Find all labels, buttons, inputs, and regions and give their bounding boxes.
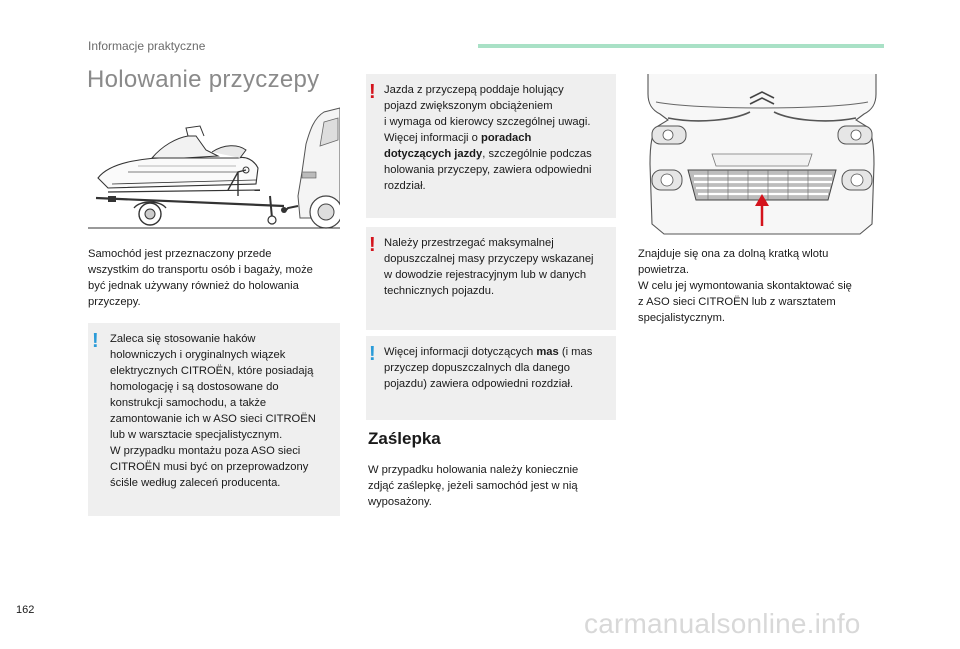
info-icon: ! [92,330,99,352]
text-run: (i mas [558,346,593,358]
info-line: pojazdu) zawiera odpowiedni rozdział. [384,378,574,390]
warning-line: dotyczących jazdy, szczególnie podczas [384,146,614,162]
section-label: Informacje praktyczne [88,39,206,53]
grille-line: z ASO sieci CITROËN lub z warsztatem [638,296,836,308]
warning-box-driving: ! Jazda z przyczepą poddaje holujący poj… [366,74,616,218]
warning-line: i wymaga od kierowcy szczególnej uwagi. [384,116,591,128]
info-line: ściśle według zaleceń producenta. [110,477,281,489]
info-line: W przypadku montażu poza ASO sieci [110,445,301,457]
intro-line: być jednak używany również do holowania [88,280,299,292]
text-run: , szczególnie podczas [482,148,592,160]
trailer-jetski-illustration [88,107,340,229]
warning-text: Jazda z przyczepą poddaje holujący pojaz… [384,82,614,194]
watermark: carmanualsonline.info [584,608,861,639]
info-line: lub w warsztacie specjalistycznym. [110,429,283,441]
zaslepka-line: W przypadku holowania należy koniecznie [368,464,579,476]
warning-line: holowania przyczepy, zawiera odpowiedni [384,164,592,176]
info-box-text: Zaleca się stosowanie haków holowniczych… [110,331,338,491]
intro-paragraph: Samochód jest przeznaczony przede wszyst… [88,246,344,310]
info-line: zamontowanie ich w ASO sieci CITROËN [110,413,316,425]
warning-icon: ! [369,234,376,256]
text-run: Więcej informacji dotyczących [384,346,537,358]
info-line: konstrukcji samochodu, a także [110,397,267,409]
grille-line: W celu jej wymontowania skontaktować się [638,280,852,292]
info-line: CITROËN musi być on przeprowadzony [110,461,309,473]
bold-term: mas [536,346,559,358]
warning-line: Więcej informacji o poradach [384,130,614,146]
warning-line: Jazda z przyczepą poddaje holujący [384,84,564,96]
header-accent-bar [478,44,884,48]
info-line: Więcej informacji dotyczących mas (i mas [384,344,614,360]
zaslepka-line: wyposażony. [368,496,432,508]
page-number: 162 [16,604,35,616]
intro-line: Samochód jest przeznaczony przede [88,248,272,260]
warning-text: Należy przestrzegać maksymalnej dopuszcz… [384,235,614,299]
intro-line: przyczepy. [88,296,141,308]
warning-line: Należy przestrzegać maksymalnej [384,237,554,249]
warning-box-mass: ! Należy przestrzegać maksymalnej dopusz… [366,227,616,330]
zaslepka-paragraph: W przypadku holowania należy koniecznie … [368,462,618,510]
info-icon: ! [369,343,376,365]
info-box-text: Więcej informacji dotyczących mas (i mas… [384,344,614,392]
text-run: Więcej informacji o [384,132,481,144]
info-line: Zaleca się stosowanie haków [110,333,256,345]
zaslepka-line: zdjąć zaślepkę, jeżeli samochód jest w n… [368,480,578,492]
car-front-grille-illustration [647,74,877,235]
bold-term: dotyczących jazdy [384,148,483,160]
grille-location-paragraph: Znajduje się ona za dolną kratką wlotu p… [638,246,888,326]
grille-line: specjalistycznym. [638,312,726,324]
intro-line: wszystkim do transportu osób i bagaży, m… [88,264,313,276]
warning-line: technicznych pojazdu. [384,285,495,297]
section-heading: Zaślepka [368,429,441,448]
warning-line: dopuszczalnej masy przyczepy wskazanej [384,253,594,265]
info-line: holowniczych i oryginalnych wiązek [110,349,286,361]
info-box-masses: ! Więcej informacji dotyczących mas (i m… [366,336,616,420]
grille-line: powietrza. [638,264,689,276]
warning-line: pojazd zwiększonym obciążeniem [384,100,553,112]
warning-line: rozdział. [384,180,426,192]
info-box-tow-hooks: ! Zaleca się stosowanie haków holowniczy… [88,323,340,516]
grille-line: Znajduje się ona za dolną kratką wlotu [638,248,829,260]
bold-term: poradach [480,132,532,144]
info-line: elektrycznych CITROËN, które posiadają [110,365,314,377]
warning-line: w dowodzie rejestracyjnym lub w danych [384,269,587,281]
info-line: homologację i są dostosowane do [110,381,279,393]
info-line: przyczep dopuszczalnych dla danego [384,362,570,374]
page-title: Holowanie przyczepy [87,66,320,93]
warning-icon: ! [369,81,376,103]
